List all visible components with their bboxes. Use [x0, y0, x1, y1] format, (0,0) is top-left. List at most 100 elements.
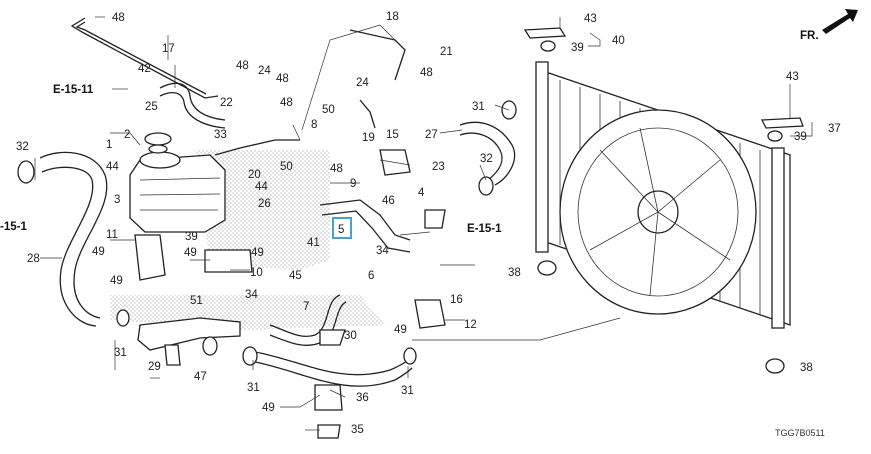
callout-label: 49 — [92, 246, 105, 258]
callout-label: 29 — [148, 361, 161, 373]
hose-25-inner — [159, 91, 226, 129]
callout-label: 11 — [106, 229, 118, 241]
callout-label: 45 — [289, 270, 302, 282]
clip-4 — [424, 209, 446, 229]
vent-tube — [70, 17, 219, 99]
callout-label: 8 — [311, 119, 317, 131]
drawing-code: TGG7B0511 — [775, 428, 825, 438]
callout-label: 24 — [258, 65, 271, 77]
grommet-38-left — [537, 260, 557, 276]
hose-clamp-27 — [478, 176, 494, 196]
fr-label: FR. — [800, 30, 819, 42]
reservoir-tank — [129, 132, 226, 233]
callout-label: 22 — [220, 97, 233, 109]
water-outlet — [116, 309, 241, 366]
callout-label: 3 — [114, 194, 120, 206]
callout-label: 49 — [394, 324, 407, 336]
hose-18 — [349, 29, 406, 81]
callout-label: 48 — [112, 12, 125, 24]
callout-label: 43 — [584, 13, 597, 25]
callout-label: 15 — [386, 129, 399, 141]
callout-label: 23 — [432, 161, 445, 173]
callout-label: 48 — [236, 60, 249, 72]
callout-label: 36 — [356, 392, 369, 404]
callout-label: 4 — [418, 187, 425, 199]
callout-label: 49 — [184, 247, 197, 259]
callout-label: 35 — [351, 424, 364, 436]
hose-25 — [159, 82, 226, 121]
clip-35 — [317, 424, 341, 439]
callout-label: 31 — [472, 101, 485, 113]
grommet-38-right — [765, 358, 785, 374]
section-ref-15-1: -15-1 — [0, 221, 27, 233]
leader-lines — [34, 16, 813, 431]
callout-label: 2 — [124, 129, 130, 141]
pipe-5-inner — [321, 210, 411, 253]
callout-label: 46 — [382, 195, 395, 207]
callout-label: 48 — [420, 67, 433, 79]
callout-label: 25 — [145, 101, 158, 113]
hose-27 — [459, 121, 516, 186]
bracket-37 — [760, 117, 804, 129]
callout-label: 50 — [322, 104, 335, 116]
callout-label: 39 — [571, 42, 584, 54]
callout-label: 31 — [247, 382, 260, 394]
callout-label: 44 — [106, 161, 119, 173]
callout-label: 24 — [356, 77, 369, 89]
callout-label: 51 — [190, 295, 203, 307]
callout-label: 33 — [214, 129, 227, 141]
callout-label: 7 — [303, 301, 309, 313]
callout-labels: 48 17 18 21 48 42 48 24 48 22 48 25 24 4… — [16, 11, 841, 436]
callout-label: 1 — [106, 139, 112, 151]
callout-label: 34 — [376, 245, 389, 257]
callout-label: 49 — [110, 275, 123, 287]
bracket-36 — [319, 329, 346, 346]
callout-label: 18 — [386, 11, 399, 23]
callout-label: 16 — [450, 294, 463, 306]
callout-label: 17 — [162, 43, 175, 55]
front-direction-arrow — [822, 9, 858, 34]
hose-20 — [214, 139, 300, 156]
callout-label: 48 — [330, 163, 343, 175]
hose-30 — [254, 351, 413, 376]
callout-label: 31 — [114, 347, 127, 359]
bracket-10 — [204, 249, 253, 273]
section-ref-e-15-1: E-15-1 — [467, 223, 502, 235]
callout-label: 48 — [280, 97, 293, 109]
hose-clamp-left — [17, 160, 35, 184]
callout-label: 38 — [508, 267, 521, 279]
callout-label: 34 — [245, 289, 258, 301]
hose-7 — [269, 294, 341, 337]
stipple-region-upper — [195, 150, 330, 270]
callout-label: 27 — [425, 129, 438, 141]
callout-label: 47 — [194, 371, 207, 383]
callout-label: 30 — [344, 330, 357, 342]
hose-28 — [39, 151, 108, 319]
callout-label: 43 — [786, 71, 799, 83]
callout-label: 32 — [480, 153, 493, 165]
callout-label: 42 — [138, 63, 151, 75]
callout-label: 37 — [828, 123, 841, 135]
callout-label: 28 — [27, 253, 40, 265]
callout-label: 48 — [276, 73, 289, 85]
hose-clamp-right — [403, 347, 417, 365]
vent-tube-inner — [75, 21, 207, 95]
callout-label: 26 — [258, 198, 271, 210]
cushion-39-right — [767, 130, 783, 142]
hose-30-inner — [254, 361, 413, 387]
callout-label: 21 — [440, 46, 453, 58]
callout-label: 39 — [794, 131, 807, 143]
callout-label: 19 — [362, 132, 375, 144]
fan-shroud — [559, 109, 757, 315]
callout-label: 9 — [350, 178, 356, 190]
callout-label: 6 — [368, 270, 374, 282]
callout-label: 32 — [16, 141, 29, 153]
callout-label-highlighted: 5 — [338, 224, 344, 236]
callout-label: 41 — [307, 237, 320, 249]
bracket-40 — [523, 27, 567, 39]
callout-label: 44 — [255, 181, 268, 193]
callout-label: 49 — [262, 402, 275, 414]
callout-label: 49 — [251, 247, 264, 259]
